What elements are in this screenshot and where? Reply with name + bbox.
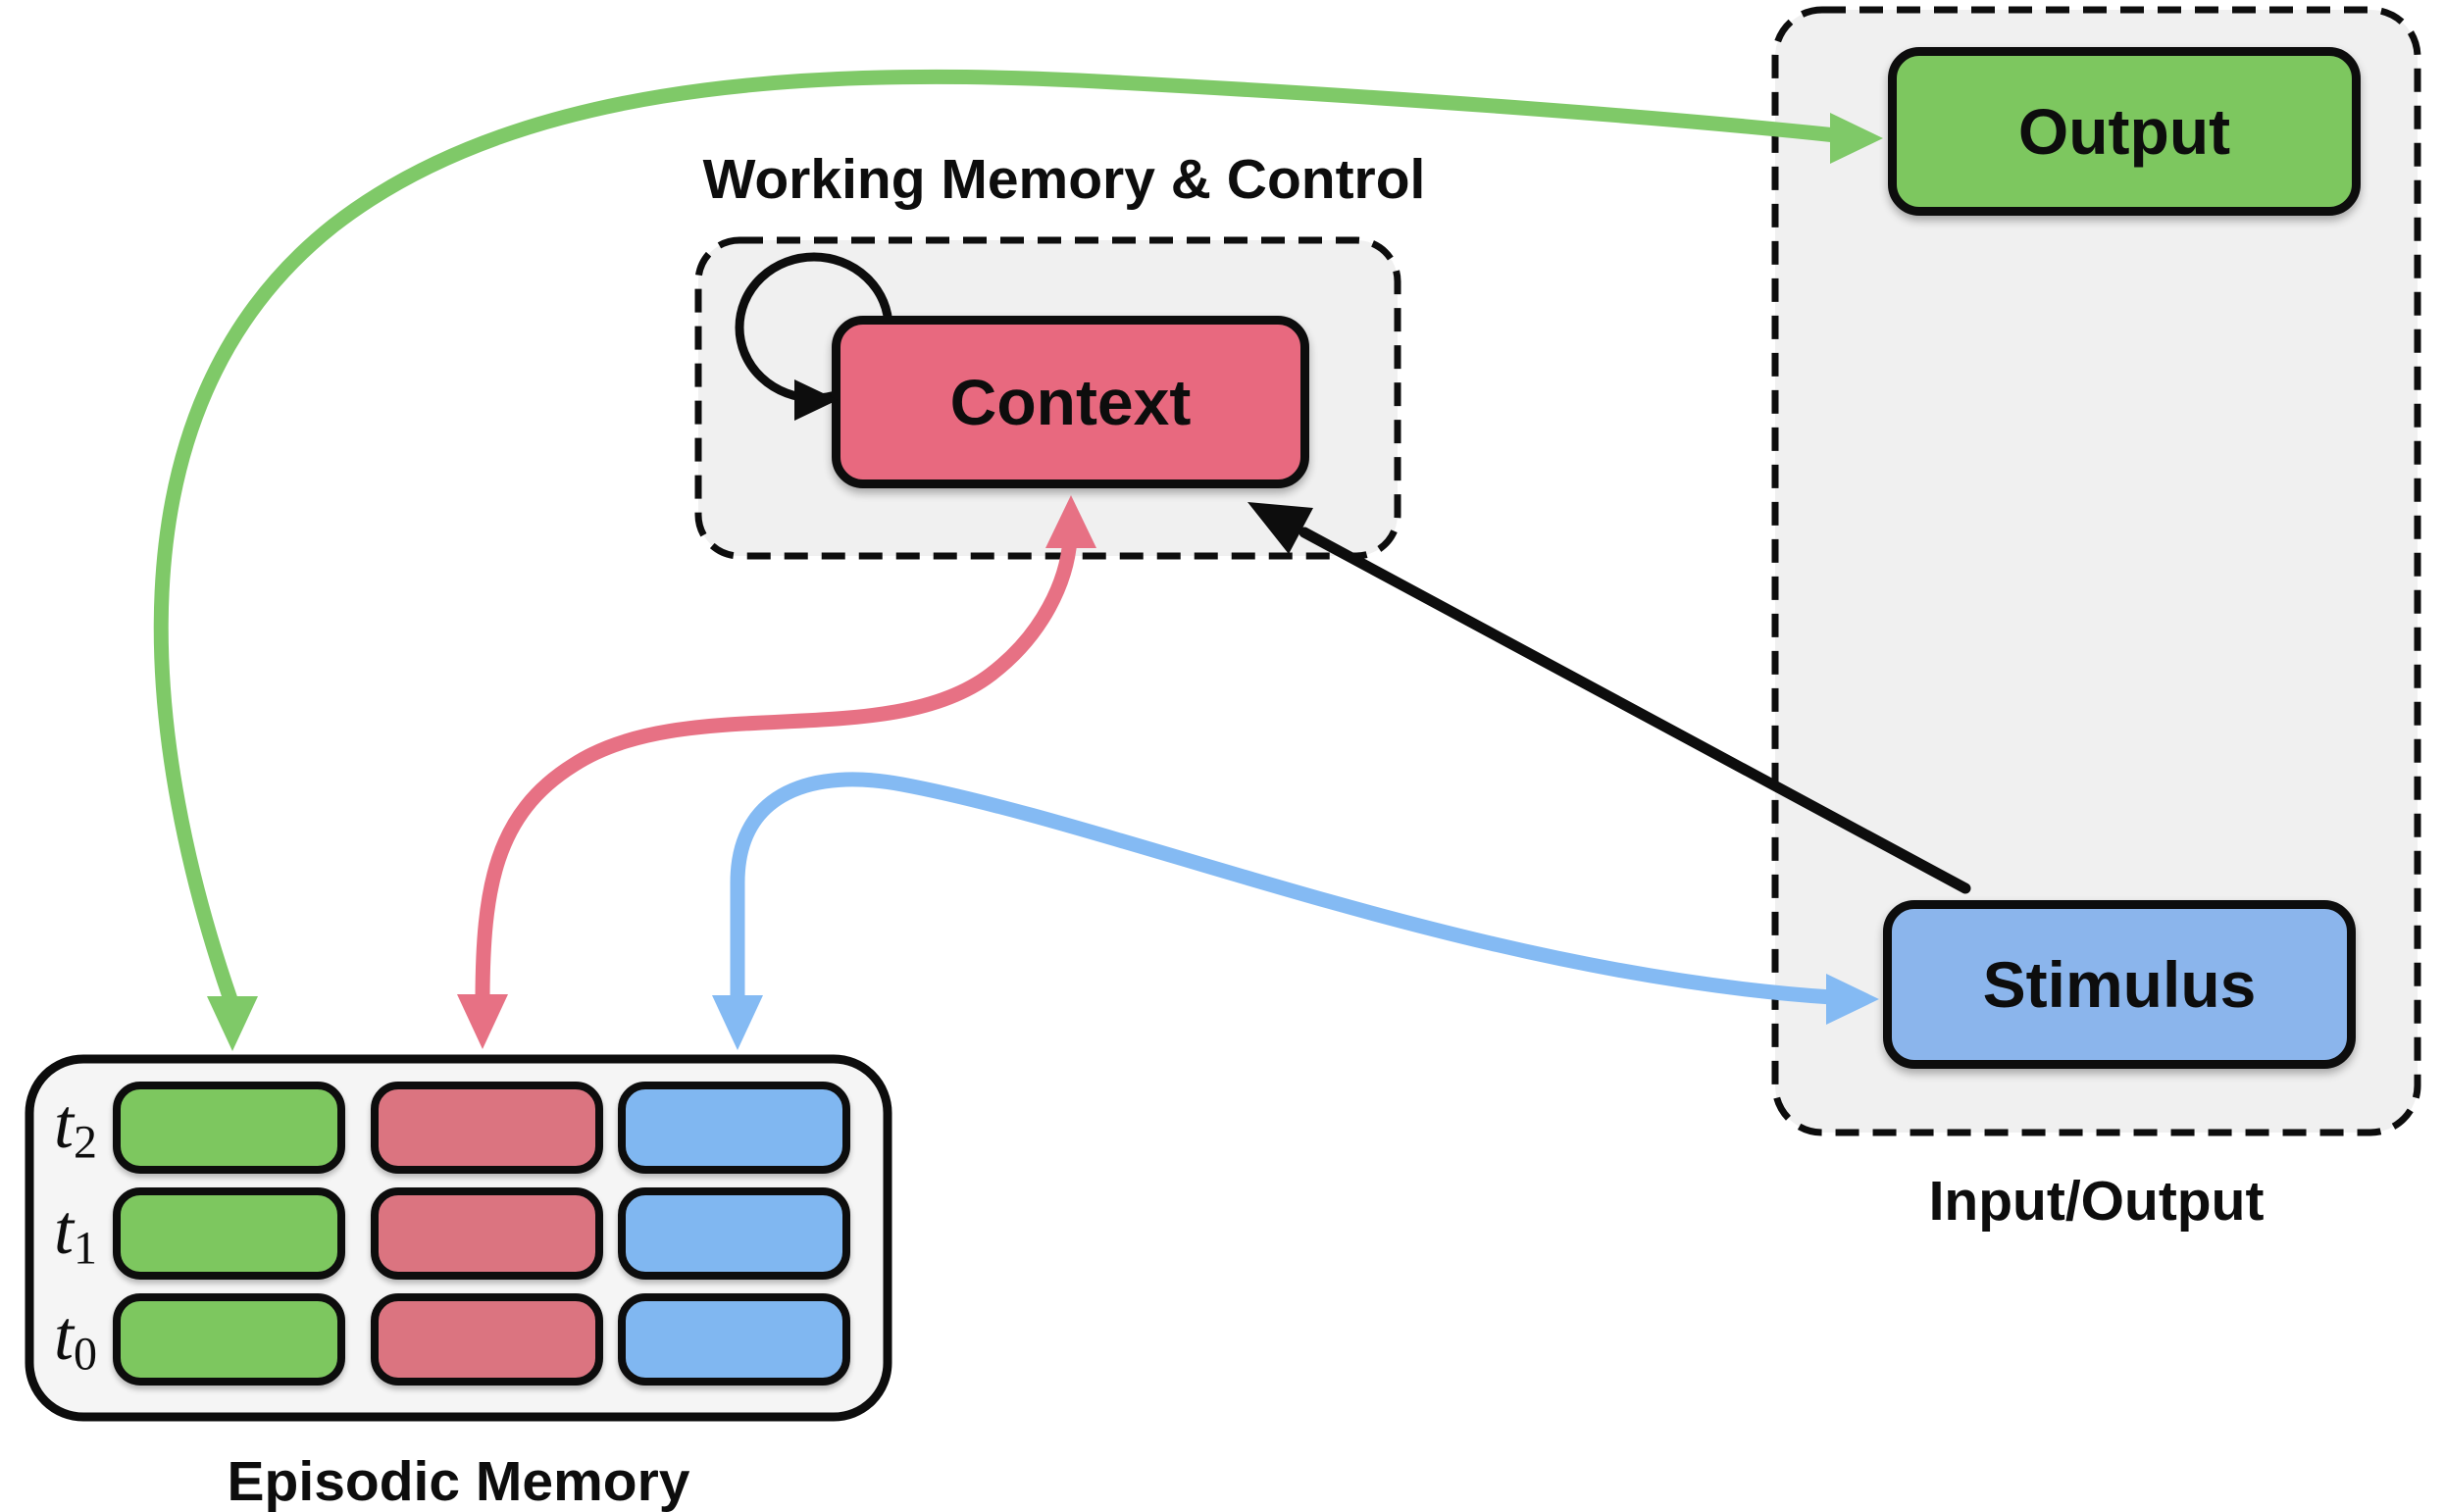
episodic-memory-title: Episodic Memory <box>227 1450 690 1512</box>
red-arrowhead-into-memory <box>457 994 508 1049</box>
memory-cell-t2-blue <box>618 1082 850 1174</box>
row-label-t2: t2 <box>53 1084 97 1169</box>
red-arrowhead-into-context <box>1045 495 1096 548</box>
blue-arrow-path <box>730 772 1840 1011</box>
memory-cell-t2-red <box>371 1082 603 1174</box>
row-label-t1: t1 <box>53 1190 97 1275</box>
memory-cell-t1-green <box>113 1187 345 1280</box>
memory-cell-t1-red <box>371 1187 603 1280</box>
memory-cell-t0-blue <box>618 1293 850 1386</box>
input-output-container <box>1771 6 2421 1136</box>
output-node: Output <box>1888 47 2361 216</box>
working-memory-title: Working Memory & Control <box>702 148 1426 211</box>
green-arrow-path <box>153 69 1844 1013</box>
red-arrow-path <box>475 531 1078 1010</box>
blue-arrowhead-into-memory <box>712 995 763 1050</box>
memory-cell-t0-red <box>371 1293 603 1386</box>
output-node-label: Output <box>2017 95 2231 168</box>
stimulus-node: Stimulus <box>1883 900 2356 1069</box>
memory-cell-t2-green <box>113 1082 345 1174</box>
blue-arrowhead-into-stimulus <box>1826 974 1879 1025</box>
context-node: Context <box>832 316 1309 488</box>
green-arrowhead-into-memory <box>207 996 258 1051</box>
context-node-label: Context <box>949 366 1192 438</box>
row-label-t0: t0 <box>53 1296 97 1381</box>
stimulus-node-label: Stimulus <box>1982 948 2257 1021</box>
self-loop-arrowhead <box>794 379 838 421</box>
input-output-title: Input/Output <box>1928 1170 2265 1233</box>
black-arrowhead-into-context <box>1247 502 1313 554</box>
memory-cell-t1-blue <box>618 1187 850 1280</box>
stimulus-to-context-path <box>1298 527 1971 894</box>
memory-cell-t0-green <box>113 1293 345 1386</box>
green-arrowhead-into-output <box>1830 113 1883 164</box>
